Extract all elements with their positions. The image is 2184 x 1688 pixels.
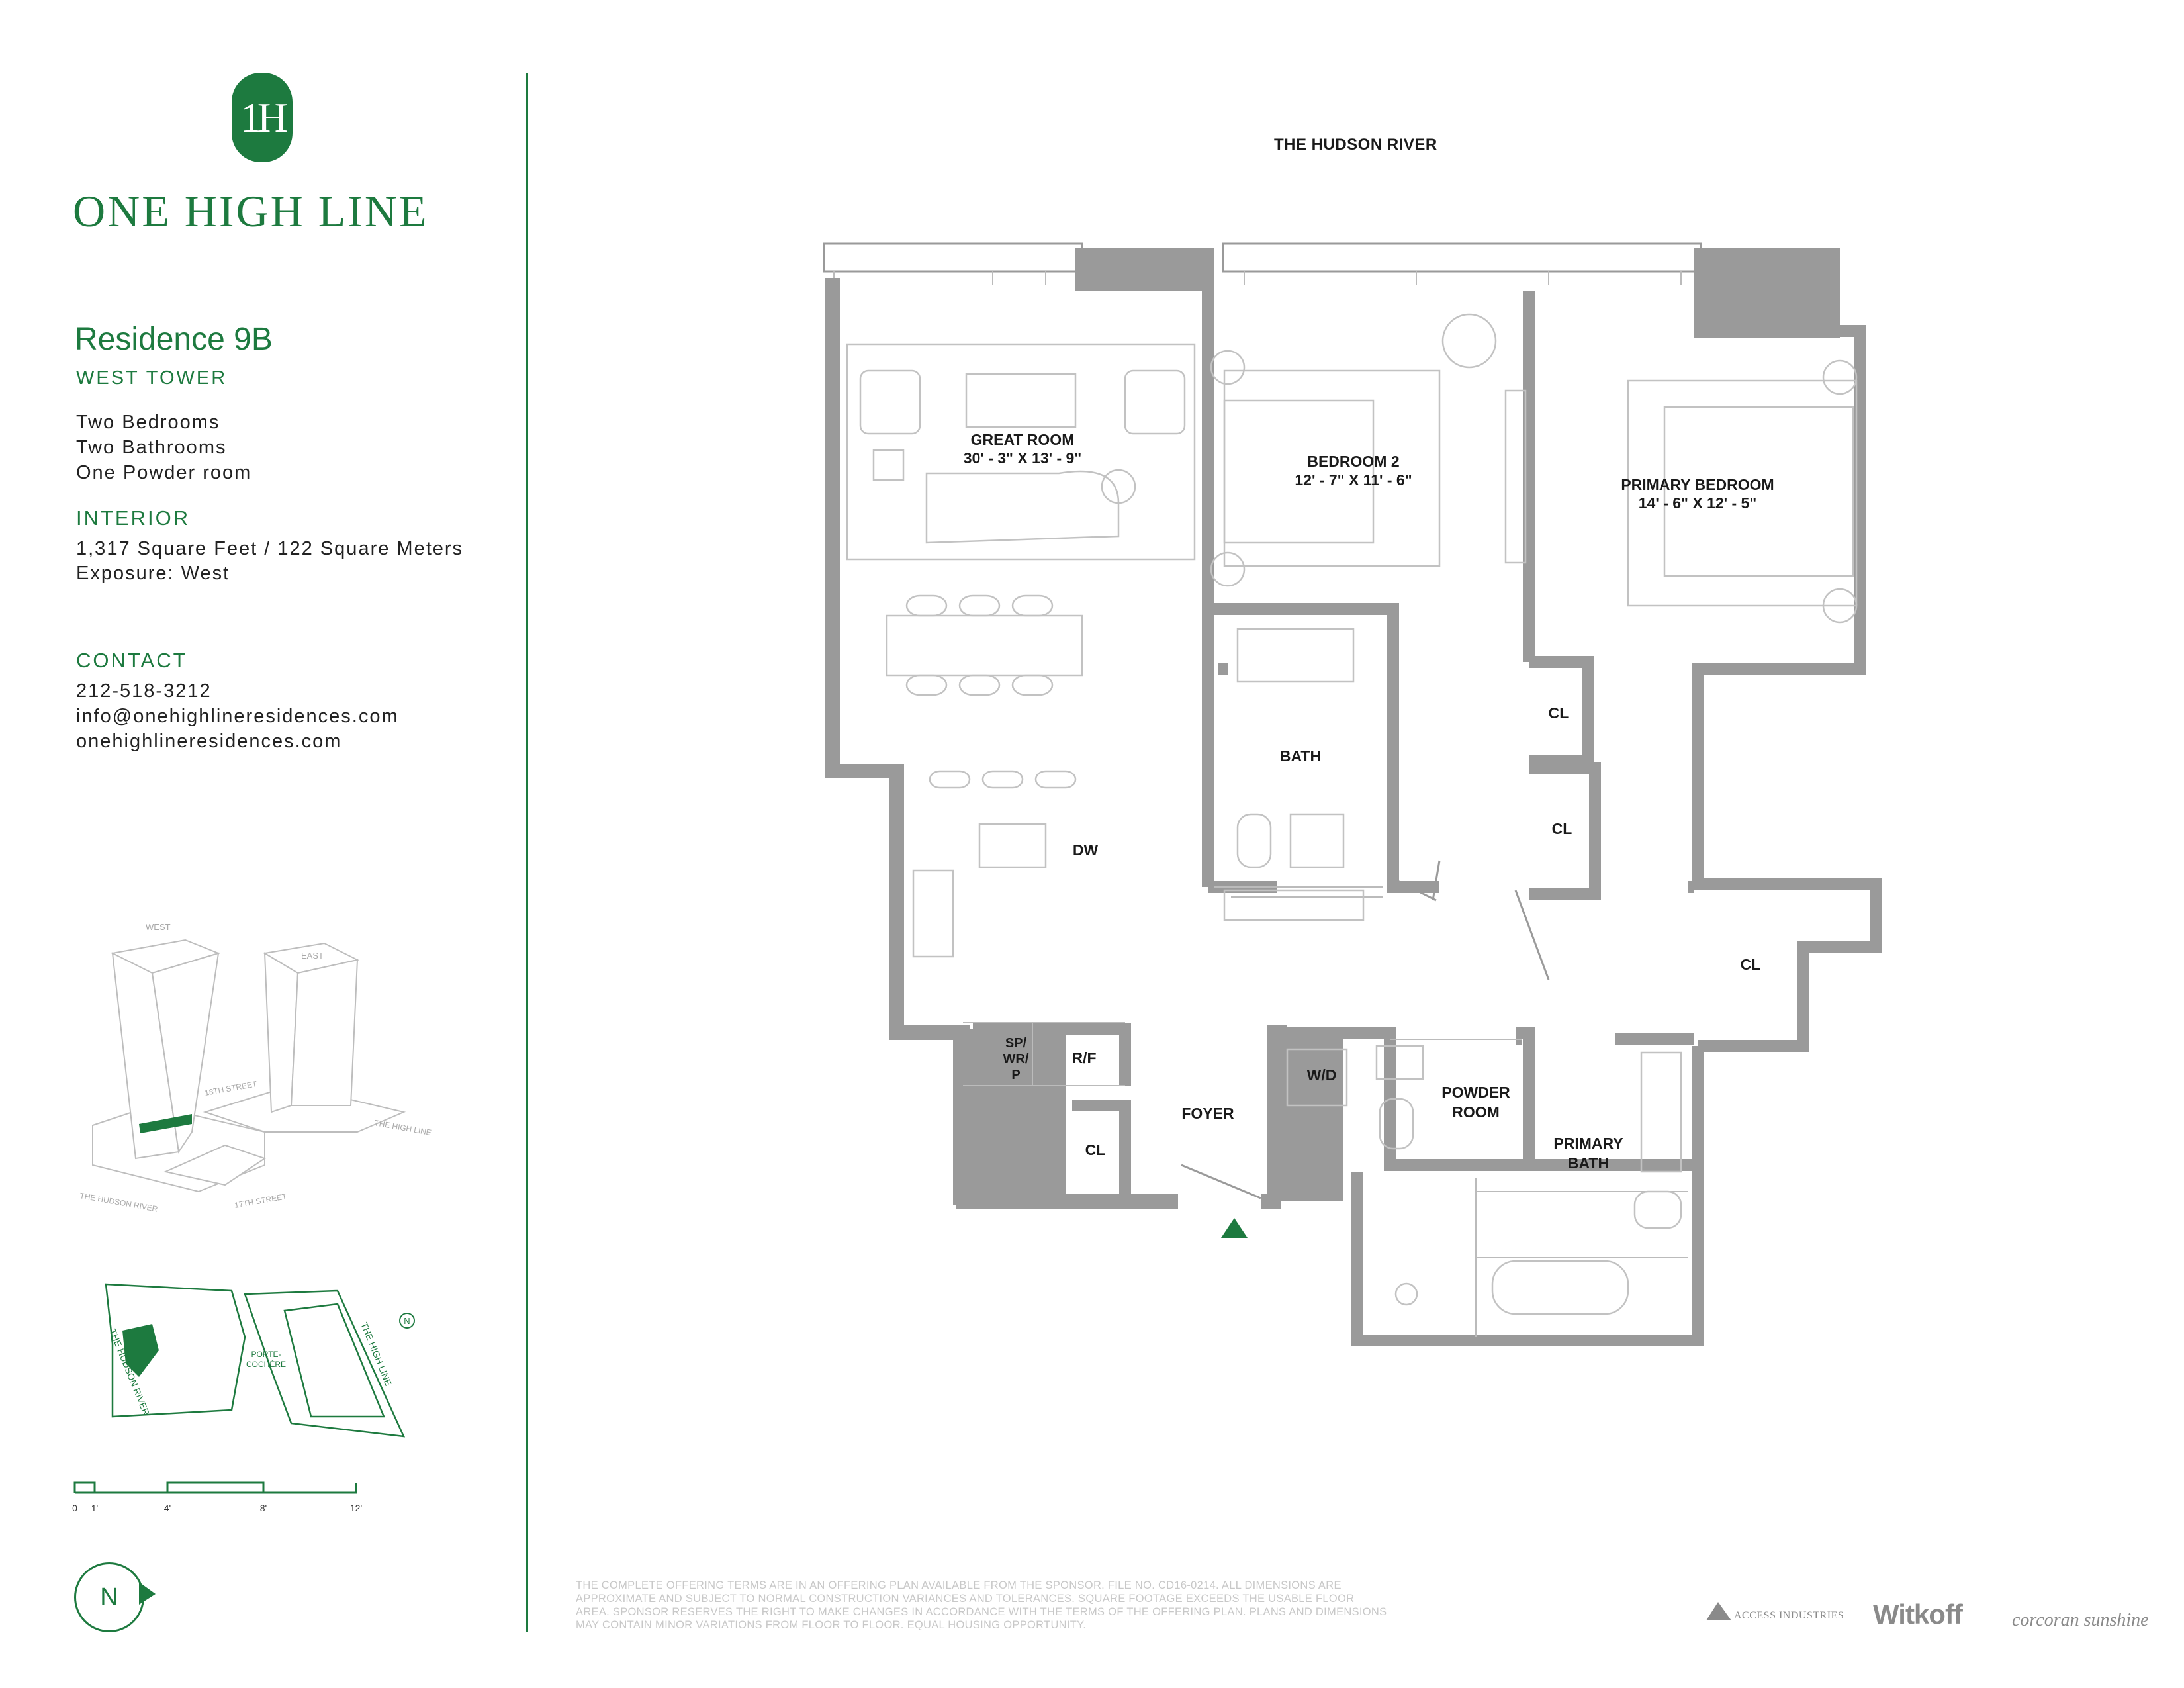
room-label-primary-bedroom: PRIMARY BEDROOM [1621,476,1774,493]
brand-access-industries: ACCESS INDUSTRIES [1734,1610,1844,1621]
access-industries-mountain-icon [1706,1602,1731,1620]
room-label-closet: CL [1549,704,1569,722]
north-arrow-icon [139,1582,156,1605]
site-axonometric-diagram: WEST EAST 18TH STREET THE HIGH LINE THE … [79,922,432,1214]
scale-tick: 8' [260,1503,267,1513]
appliance-label-rf: R/F [1071,1049,1096,1066]
plan-orientation-label: THE HUDSON RIVER [1274,136,1437,154]
interior-heading: INTERIOR [76,506,191,530]
panel-divider [526,73,528,1632]
contact-website[interactable]: onehighlineresidences.com [76,731,342,752]
room-label-bedroom2: BEDROOM 2 [1307,453,1399,470]
room-label-closet: CL [1085,1141,1106,1158]
exposure: Exposure: West [76,563,230,584]
contact-email[interactable]: info@onehighlineresidences.com [76,706,399,727]
scale-tick: 12' [350,1503,362,1513]
map-north-icon: N [404,1316,410,1326]
room-label-powder: POWDER [1441,1084,1510,1101]
room-label-powder-room: ROOM [1452,1103,1500,1121]
interior-area: 1,317 Square Feet / 122 Square Meters [76,538,464,559]
room-label-foyer: FOYER [1181,1105,1234,1122]
scale-bar: 0 1' 4' 8' 12' [72,1481,362,1513]
contact-heading: CONTACT [76,649,188,672]
scale-tick: 1' [91,1503,98,1513]
room-count-bathrooms: Two Bathrooms [76,437,227,458]
room-label-closet: CL [1552,820,1572,837]
appliance-label-p: P [1011,1068,1020,1082]
room-dims-great-room: 30' - 3" X 13' - 9" [964,449,1082,467]
room-label-primary-bath: PRIMARY [1553,1135,1623,1152]
map-label-porte: PORTE- [251,1350,281,1359]
contact-phone[interactable]: 212-518-3212 [76,680,212,702]
site-map: THE HUDSON RIVER THE HIGH LINE PORTE- CO… [105,1283,415,1438]
room-label-wd: W/D [1307,1066,1337,1084]
brand-witkoff: Witkoff [1873,1599,1963,1630]
scale-tick: 4' [164,1503,171,1513]
room-dims-primary-bedroom: 14' - 6" X 12' - 5" [1639,494,1757,512]
brand-corcoran-sunshine: corcoran sunshine [2012,1610,2149,1630]
appliance-label-sp: SP/ [1005,1036,1027,1051]
room-dims-bedroom2: 12' - 7" X 11' - 6" [1295,471,1412,489]
room-count-bedrooms: Two Bedrooms [76,412,220,433]
appliance-label-wr: WR/ [1003,1052,1029,1066]
tower-name: WEST TOWER [76,367,228,389]
room-label-bath: BATH [1280,747,1321,765]
legal-disclaimer: THE COMPLETE OFFERING TERMS ARE IN AN OF… [576,1579,1387,1631]
map-label-cochere: COCHÈRE [246,1359,286,1369]
logo-wordmark: ONE HIGH LINE [73,186,429,236]
room-label-great-room: GREAT ROOM [971,431,1075,448]
room-label-primary-bath-2: BATH [1568,1154,1609,1172]
room-count-powder: One Powder room [76,462,252,483]
site-label-east: EAST [301,951,324,961]
site-label-west: WEST [146,922,171,932]
logo-monogram: 1H [232,73,293,162]
room-label-closet: CL [1741,956,1761,973]
appliance-label-dw: DW [1073,841,1099,859]
residence-title: Residence 9B [75,322,273,357]
scale-tick: 0 [72,1503,77,1513]
